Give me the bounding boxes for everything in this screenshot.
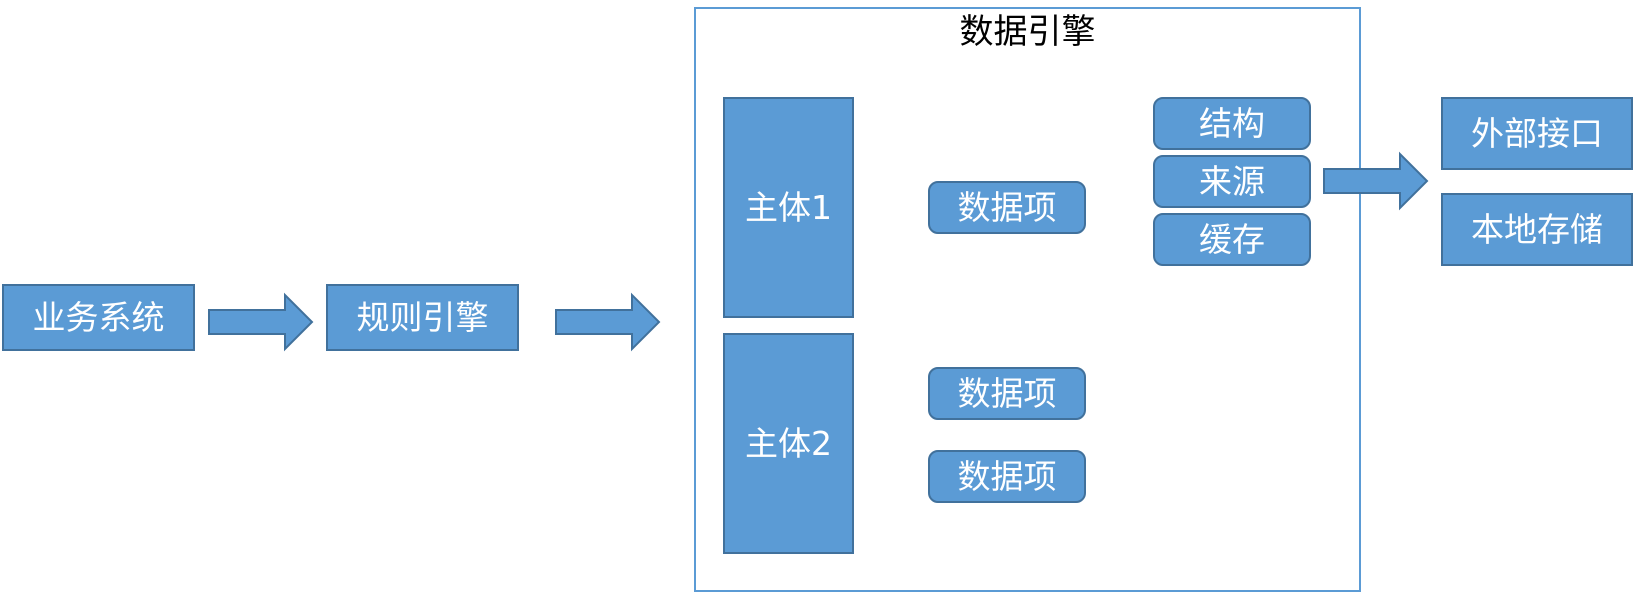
arrow-right-icon xyxy=(555,292,661,352)
data-engine-title: 数据引擎 xyxy=(959,12,1096,52)
rule-engine-node: 规则引擎 xyxy=(326,284,519,351)
entity-2-node: 主体2 xyxy=(723,333,854,554)
local-storage-node: 本地存储 xyxy=(1441,193,1633,266)
business-system-node: 业务系统 xyxy=(2,284,195,351)
structure-node: 结构 xyxy=(1153,97,1311,150)
cache-node: 缓存 xyxy=(1153,213,1311,266)
external-interface-node: 外部接口 xyxy=(1441,97,1633,170)
data-item-node: 数据项 xyxy=(928,181,1086,234)
arrow-right-icon xyxy=(1323,151,1429,211)
source-node: 来源 xyxy=(1153,155,1311,208)
data-item-node: 数据项 xyxy=(928,450,1086,503)
arrow-right-icon xyxy=(208,292,314,352)
entity-1-node: 主体1 xyxy=(723,97,854,318)
data-item-node: 数据项 xyxy=(928,367,1086,420)
